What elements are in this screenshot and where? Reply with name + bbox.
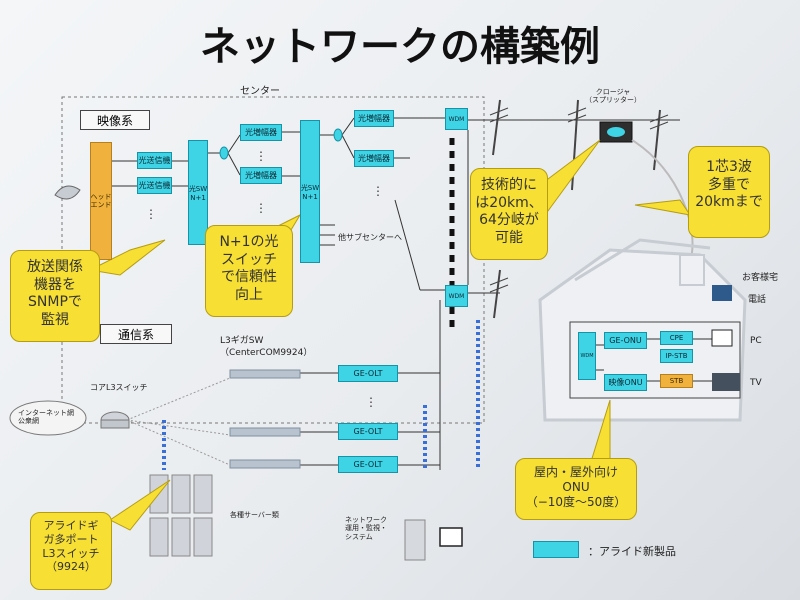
closure-label: クロージャ （スプリッター）	[585, 88, 641, 105]
pc-label: PC	[750, 336, 762, 346]
ge-onu: GE-ONU	[604, 332, 647, 349]
transmitter-1: 光送信機	[137, 152, 172, 169]
amplifier-2: 光増幅器	[240, 167, 282, 184]
ge-olt-3: GE-OLT	[338, 456, 398, 473]
transmitter-2: 光送信機	[137, 177, 172, 194]
phone-label: 電話	[748, 295, 767, 305]
svg-text:⋮: ⋮	[255, 201, 267, 215]
ge-olt-2: GE-OLT	[338, 423, 398, 440]
nms-label: ネットワーク 運用・監視・ システム	[345, 516, 387, 541]
servers-label: 各種サーバー類	[230, 511, 279, 519]
page-title: ネットワークの構築例	[200, 24, 600, 70]
legend-swatch	[533, 541, 579, 558]
amplifier-1: 光増幅器	[240, 124, 282, 141]
section-video-label: 映像系	[80, 110, 150, 130]
stb: STB	[660, 374, 693, 388]
customer-label: お客様宅	[742, 273, 779, 283]
optical-switch-2: 光SW N+1	[300, 120, 320, 263]
amplifier-3: 光増幅器	[354, 110, 394, 127]
section-comm-label: 通信系	[100, 324, 172, 344]
ip-stb: IP-STB	[660, 349, 693, 363]
optical-switch-1: 光SW N+1	[188, 140, 208, 245]
center-label: センター	[240, 86, 280, 97]
ge-olt-1: GE-OLT	[338, 365, 398, 382]
other-subcenter-label: 他サブセンターへ	[338, 233, 402, 242]
svg-text:⋮: ⋮	[255, 149, 267, 163]
svg-text:⋮: ⋮	[145, 207, 157, 221]
head-end: ヘッド エンド	[90, 142, 112, 260]
callout-distance: 技術的には20km、64分岐が可能	[470, 168, 548, 260]
internet-label: インターネット網 公衆網	[18, 409, 74, 426]
cpe: CPE	[660, 331, 693, 345]
amplifier-4: 光増幅器	[354, 150, 394, 167]
callout-n1-switch: N+1の光スイッチで信頼性向上	[205, 225, 293, 317]
video-onu: 映像ONU	[604, 374, 647, 391]
l3-giga-sw-label: L3ギガSW （CenterCOM9924）	[220, 336, 313, 358]
wdm-2: WDM	[445, 285, 468, 307]
core-l3-switch-label: コアL3スイッチ	[90, 383, 148, 392]
wdm-1: WDM	[445, 108, 468, 130]
legend-label: ：アライド新製品	[588, 545, 676, 558]
svg-text:⋮: ⋮	[372, 184, 384, 198]
customer-wdm: WDM	[578, 332, 596, 380]
tv-label: TV	[750, 378, 762, 388]
svg-text:⋮: ⋮	[365, 395, 377, 409]
